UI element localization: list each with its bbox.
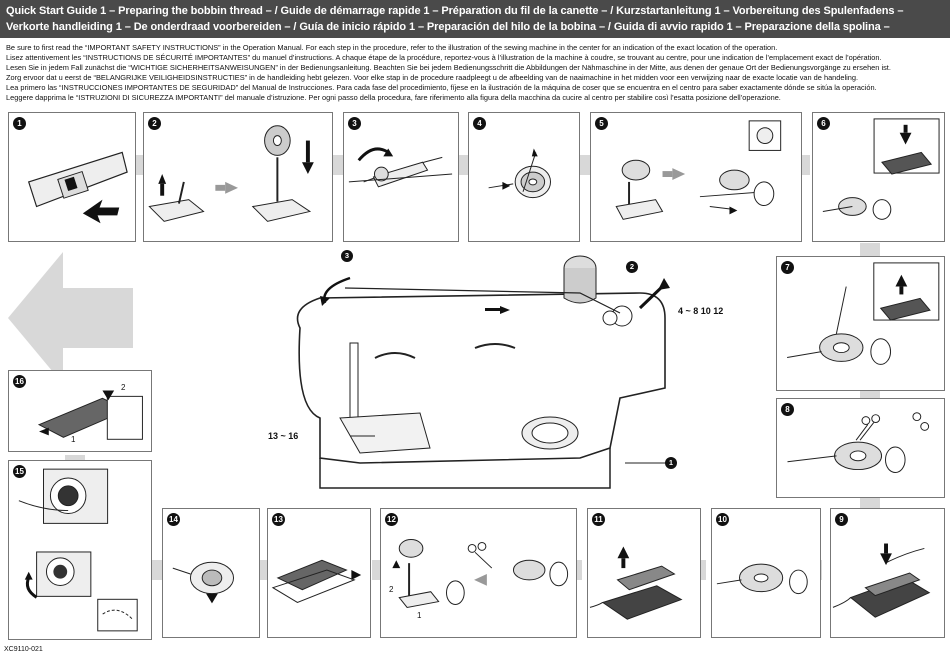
step-12-mark-1: 1 <box>417 611 422 620</box>
callout-step-2: 2 <box>626 261 639 273</box>
bobbin-thread-illustration <box>488 148 552 199</box>
step-2-number: 2 <box>148 117 161 130</box>
sewing-machine-illustration <box>296 255 670 489</box>
foot-controller-release-illustration <box>787 262 940 365</box>
step-6-number: 6 <box>817 117 830 130</box>
callout-step-1: 1 <box>665 457 678 469</box>
step-1-panel: 1 <box>8 112 136 242</box>
document-code: XC9110-021 <box>4 646 43 653</box>
bobbin-winder-illustration <box>615 120 782 220</box>
callout-steps-13-16: 13 ~ 16 <box>268 431 299 441</box>
step-5-number: 5 <box>595 117 608 130</box>
step-10-number: 10 <box>716 513 729 526</box>
intro-text: Be sure to first read the “IMPORTANT SAF… <box>6 43 946 103</box>
step-13-number: 13 <box>272 513 285 526</box>
intro-nl: Zorg ervoor dat u eerst de “BELANGRIJKE … <box>6 73 859 82</box>
step-16-mark-1: 1 <box>71 435 76 444</box>
step-14-number: 14 <box>167 513 180 526</box>
insert-bobbin-illustration <box>172 561 235 604</box>
open-cover-illustration <box>271 559 362 603</box>
step-1-number: 1 <box>13 117 26 130</box>
step-8-panel: 8 <box>776 398 945 498</box>
step-9-number: 9 <box>835 513 848 526</box>
title-line-2: Verkorte handleiding 1 – De onderdraad v… <box>6 21 890 33</box>
step-5-panel: 5 <box>590 112 802 242</box>
step-8-number: 8 <box>781 403 794 416</box>
intro-it: Leggere dapprima le “ISTRUZIONI DI SICUR… <box>6 93 781 102</box>
step-16-panel: 16 2 1 <box>8 370 152 452</box>
step-14-panel: 14 <box>162 508 260 638</box>
remove-bobbin-illustration <box>716 563 808 595</box>
callout-step-3: 3 <box>341 250 354 262</box>
step-7-panel: 7 <box>776 256 945 391</box>
step-11-panel: 11 <box>587 508 701 638</box>
step-2-panel: 2 <box>143 112 333 242</box>
step-12-panel: 12 2 1 <box>380 508 577 638</box>
step-9-panel: 9 <box>830 508 945 638</box>
step-15-panel: 15 <box>8 460 152 640</box>
step-16-mark-2: 2 <box>121 383 126 392</box>
step-12-number: 12 <box>385 513 398 526</box>
intro-fr: Lisez attentivement les “INSTRUCTIONS DE… <box>6 53 882 62</box>
step-11-number: 11 <box>592 513 605 526</box>
step-13-panel: 13 <box>267 508 371 638</box>
thread-guide-illustration <box>348 147 453 188</box>
step-3-panel: 3 <box>343 112 459 242</box>
step-6-panel: 6 <box>812 112 945 242</box>
intro-de: Lesen Sie in jedem Fall zunächst die “WI… <box>6 63 891 72</box>
foot-controller-start-illustration <box>822 118 940 220</box>
step-16-number: 16 <box>13 375 26 388</box>
title-line-1: Quick Start Guide 1 – Preparing the bobb… <box>6 5 904 17</box>
title-banner: Quick Start Guide 1 – Preparing the bobb… <box>0 0 950 38</box>
step-3-number: 3 <box>348 117 361 130</box>
step-7-number: 7 <box>781 261 794 274</box>
power-switch-illustration <box>27 151 128 224</box>
intro-en: Be sure to first read the “IMPORTANT SAF… <box>6 43 778 52</box>
step-4-panel: 4 <box>468 112 580 242</box>
callout-steps-4-12: 4 ~ 8 10 12 <box>678 306 724 316</box>
step-4-number: 4 <box>473 117 486 130</box>
step-10-panel: 10 <box>711 508 821 638</box>
spool-pin-illustration <box>148 125 314 222</box>
remove-cover-illustration <box>37 390 143 440</box>
reset-winder-illustration <box>392 539 569 608</box>
cut-thread-illustration <box>787 412 930 473</box>
step-12-mark-2: 2 <box>389 585 394 594</box>
thread-bobbin-case-illustration <box>18 468 138 632</box>
intro-es: Lea primero las “INSTRUCCIONES IMPORTANT… <box>6 83 877 92</box>
foot-controller-lift-illustration <box>589 546 683 620</box>
step-15-number: 15 <box>13 465 26 478</box>
foot-controller-press-illustration <box>832 543 931 618</box>
